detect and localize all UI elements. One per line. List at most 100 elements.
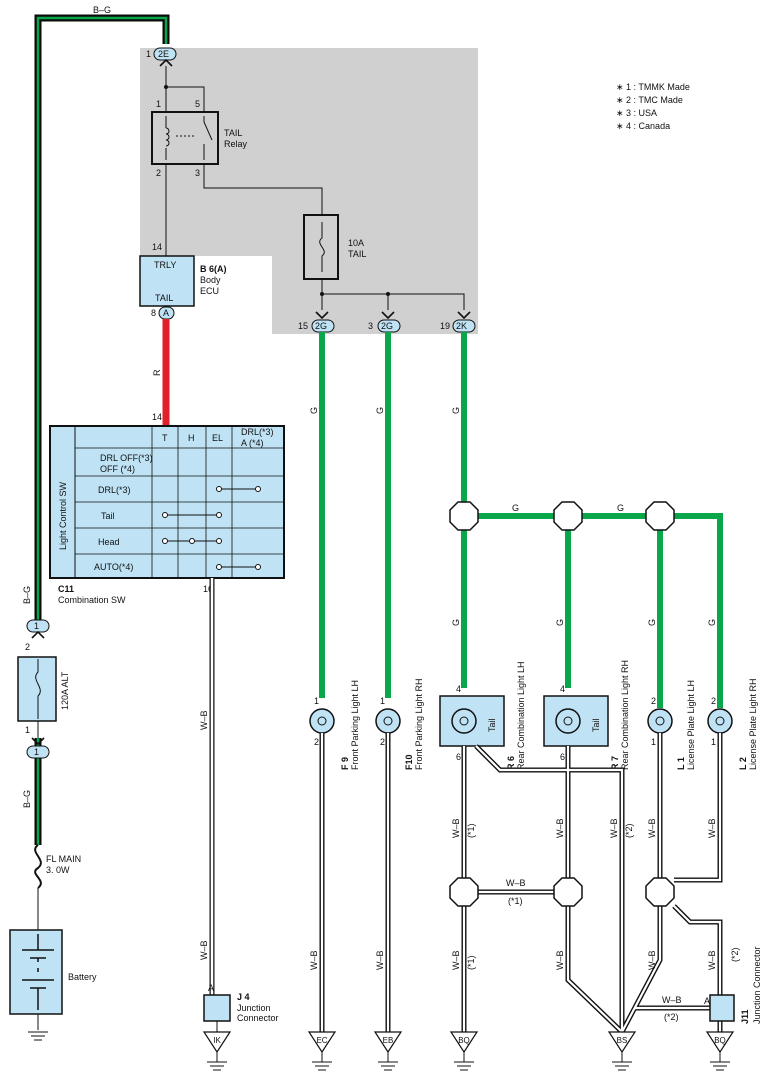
svg-text:1: 1 (146, 49, 151, 59)
svg-text:F 9: F 9 (340, 757, 350, 770)
ground-label: BS (617, 1036, 628, 1045)
svg-text:2: 2 (711, 696, 716, 706)
body-ecu: TRLY TAIL 14 B 6(A) Body ECU (139, 242, 227, 307)
svg-text:1: 1 (711, 737, 716, 747)
svg-text:FL MAIN: FL MAIN (46, 854, 81, 864)
wire-label-bg-top: B–G (93, 5, 111, 15)
junction-block-area (140, 48, 478, 334)
wb-labels: W–B W–B W–B (*1) W–B (*1) W–B (*1) W–B W… (309, 818, 740, 1022)
svg-text:TRLY: TRLY (154, 260, 176, 270)
battery: Battery (9, 929, 97, 1015)
svg-text:G: G (512, 503, 519, 513)
svg-text:14: 14 (152, 412, 162, 422)
svg-text:G: G (617, 503, 624, 513)
svg-text:R 6: R 6 (506, 756, 516, 770)
svg-text:∗ 1 : TMMK Made: ∗ 1 : TMMK Made (616, 82, 690, 92)
svg-text:(*1): (*1) (508, 896, 523, 906)
svg-text:6: 6 (560, 752, 565, 762)
svg-text:A (*4): A (*4) (241, 438, 264, 448)
svg-text:License Plate Light LH: License Plate Light LH (686, 680, 696, 770)
svg-text:W–B: W–B (555, 818, 565, 838)
svg-text:G: G (647, 619, 657, 626)
svg-text:EL: EL (212, 433, 223, 443)
wire-label-r: R (152, 369, 162, 376)
svg-text:Rear Combination Light LH: Rear Combination Light LH (516, 661, 526, 770)
svg-text:Junction Connector: Junction Connector (752, 946, 762, 1024)
splice-points-bottom (449, 877, 675, 907)
svg-text:Front Parking Light RH: Front Parking Light RH (414, 678, 424, 770)
svg-text:W–B: W–B (451, 950, 461, 970)
svg-text:H: H (188, 433, 195, 443)
g-wires (319, 332, 723, 708)
svg-text:3: 3 (195, 168, 200, 178)
svg-text:License Plate Light RH: License Plate Light RH (748, 678, 758, 770)
svg-text:W–B: W–B (199, 710, 209, 730)
svg-text:8: 8 (151, 308, 156, 318)
svg-text:3: 3 (368, 321, 373, 331)
rear-combination-light-lh: 4 Tail 6 R 6 Rear Combination Light LH (439, 661, 526, 770)
svg-text:F10: F10 (404, 754, 414, 770)
ground-label: BQ (714, 1036, 726, 1045)
svg-text:1: 1 (34, 747, 39, 757)
svg-text:2: 2 (651, 696, 656, 706)
license-plate-light-lh: 2 1 L 1 License Plate Light LH (647, 680, 696, 770)
svg-text:G: G (555, 619, 565, 626)
license-plate-light-rh: 2 1 L 2 License Plate Light RH (707, 678, 758, 770)
svg-text:J11: J11 (740, 1009, 750, 1024)
svg-text:A: A (704, 996, 710, 1006)
svg-text:W–B: W–B (375, 950, 385, 970)
fl-main-link: FL MAIN 3. 0W (34, 844, 81, 889)
svg-text:W–B: W–B (199, 940, 209, 960)
connector-2e: 2E 1 (146, 47, 177, 67)
svg-text:6: 6 (456, 752, 461, 762)
light-control-switch: T H EL DRL(*3) A (*4) DRL OFF(*3) OFF (*… (49, 412, 285, 605)
svg-text:W–B: W–B (506, 878, 526, 888)
svg-text:W–B: W–B (309, 950, 319, 970)
svg-text:∗ 3 : USA: ∗ 3 : USA (616, 108, 657, 118)
svg-text:W–B: W–B (707, 950, 717, 970)
svg-text:2: 2 (380, 737, 385, 747)
svg-text:2K: 2K (456, 321, 467, 331)
svg-text:120A ALT: 120A ALT (60, 671, 70, 710)
svg-text:2: 2 (314, 737, 319, 747)
svg-text:(*2): (*2) (664, 1012, 679, 1022)
alt-fuse-120a: 1 2 120A ALT 1 1 (17, 619, 70, 759)
ground-bq-3: BQ (449, 1031, 479, 1071)
svg-text:Front Parking Light LH: Front Parking Light LH (350, 680, 360, 770)
svg-text:19: 19 (440, 321, 450, 331)
svg-text:Tail: Tail (591, 718, 601, 732)
svg-text:16: 16 (203, 584, 213, 594)
svg-text:4: 4 (456, 684, 461, 694)
svg-text:Rear Combination Light RH: Rear Combination Light RH (620, 660, 630, 770)
svg-text:Tail: Tail (101, 511, 115, 521)
wire-label-bg-low: B–G (22, 790, 32, 808)
connector-2g-3: 2G 3 (368, 311, 401, 333)
svg-text:ECU: ECU (200, 286, 219, 296)
svg-text:14: 14 (152, 242, 162, 252)
svg-text:2G: 2G (315, 321, 327, 331)
svg-text:G: G (375, 407, 385, 414)
ground-bs-4: BS (607, 1031, 637, 1071)
rear-combination-light-rh: 4 Tail 6 R 7 Rear Combination Light RH (543, 660, 630, 770)
junction-connector-j4: A J 4 Junction Connector (203, 983, 279, 1023)
svg-text:R 7: R 7 (610, 756, 620, 770)
svg-text:3. 0W: 3. 0W (46, 865, 70, 875)
svg-text:Light Control SW: Light Control SW (58, 481, 68, 550)
svg-text:G: G (451, 619, 461, 626)
wb-ground-wires (319, 733, 723, 1034)
svg-text:W–B: W–B (662, 995, 682, 1005)
tail-relay: 1 5 2 3 TAIL Relay (151, 99, 248, 178)
svg-text:L 1: L 1 (676, 757, 686, 770)
svg-text:A: A (163, 308, 169, 318)
svg-text:DRL(*3): DRL(*3) (98, 485, 131, 495)
svg-text:W–B: W–B (707, 818, 717, 838)
legend-notes: ∗ 1 : TMMK Made ∗ 2 : TMC Made ∗ 3 : USA… (616, 82, 690, 131)
svg-text:1: 1 (156, 99, 161, 109)
svg-text:Junction: Junction (237, 1003, 271, 1013)
svg-text:2G: 2G (381, 321, 393, 331)
svg-text:W–B: W–B (647, 950, 657, 970)
svg-text:1: 1 (314, 696, 319, 706)
front-parking-light-lh: 1 2 F 9 Front Parking Light LH (309, 680, 360, 770)
svg-text:(*2): (*2) (624, 823, 634, 838)
